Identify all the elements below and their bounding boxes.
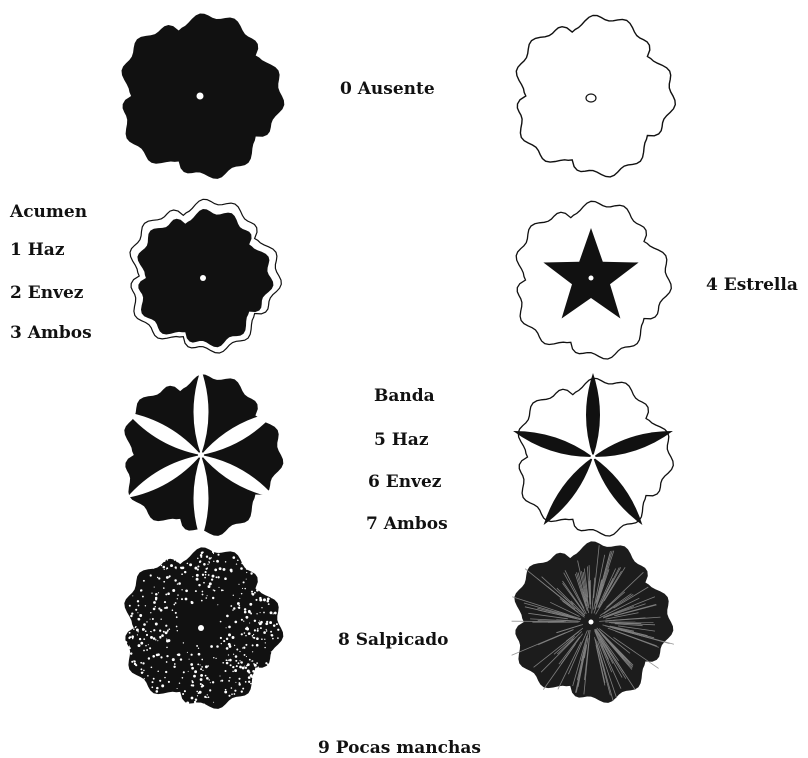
- flower-estrella: [505, 200, 677, 360]
- label-banda-envez: 6 Envez: [368, 472, 441, 492]
- center-pore: [589, 276, 594, 281]
- label-acumen-envez: 2 Envez: [10, 283, 83, 303]
- flower-banda-dark: [505, 377, 681, 533]
- label-acumen-ambos: 3 Ambos: [10, 323, 92, 343]
- label-pocas-manchas: 9 Pocas manchas: [318, 738, 481, 758]
- center-pore: [589, 620, 594, 625]
- center-pore: [198, 452, 204, 458]
- label-acumen-haz: 1 Haz: [10, 240, 64, 260]
- center-pore: [200, 275, 206, 281]
- flower-acumen: [115, 200, 291, 350]
- label-ausente: 0 Ausente: [340, 79, 435, 99]
- label-salpicado: 8 Salpicado: [338, 630, 448, 650]
- center-pore: [591, 455, 596, 460]
- flower-pocas-manchas: [500, 542, 682, 700]
- flower-salpicado: [112, 548, 290, 706]
- label-banda-haz: 5 Haz: [374, 430, 428, 450]
- flower-banda-white: [112, 375, 290, 533]
- label-acumen-title: Acumen: [10, 202, 87, 222]
- flower-ausente: [505, 14, 681, 178]
- center-pore: [198, 625, 204, 631]
- label-estrella: 4 Estrella: [706, 275, 798, 295]
- flower-solid-dark: [112, 12, 288, 180]
- label-banda-ambos: 7 Ambos: [366, 514, 448, 534]
- label-banda-title: Banda: [374, 386, 435, 406]
- center-pore: [197, 93, 204, 100]
